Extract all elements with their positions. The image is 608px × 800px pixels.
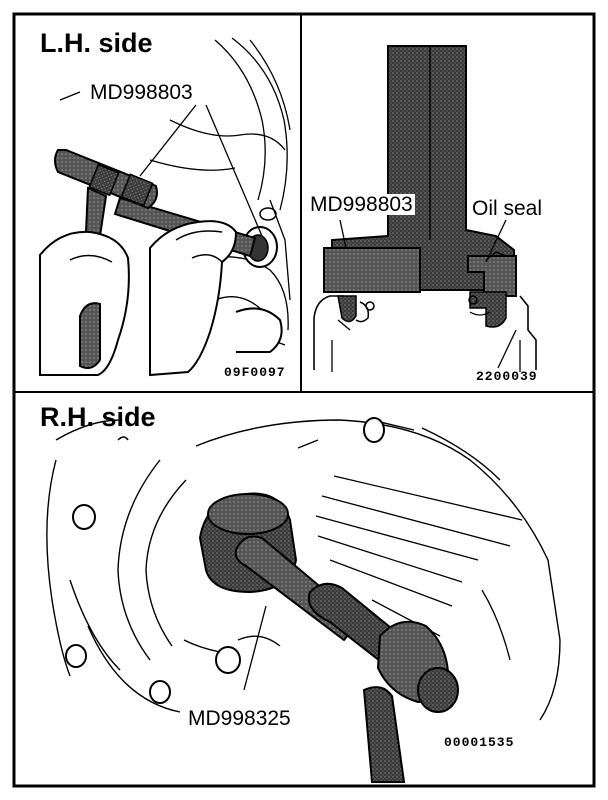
- rh-tool-label: MD998325: [186, 707, 293, 730]
- lh-figure-code: 09F0097: [224, 365, 286, 380]
- oil-seal-label: Oil seal: [470, 197, 545, 220]
- lh-side-drawing: [39, 37, 291, 377]
- lh-side-title: L.H. side: [40, 28, 153, 58]
- seal-cross-section: [313, 45, 537, 372]
- detail-figure-code: 2200039: [476, 369, 538, 384]
- rh-figure-code: 00001535: [444, 735, 515, 750]
- outer-border: [12, 12, 596, 788]
- lh-tool-label: MD998803: [88, 81, 195, 104]
- rh-side-drawing: [46, 417, 561, 783]
- rh-side-title: R.H. side: [40, 402, 156, 432]
- detail-tool-label: MD998803: [308, 193, 415, 216]
